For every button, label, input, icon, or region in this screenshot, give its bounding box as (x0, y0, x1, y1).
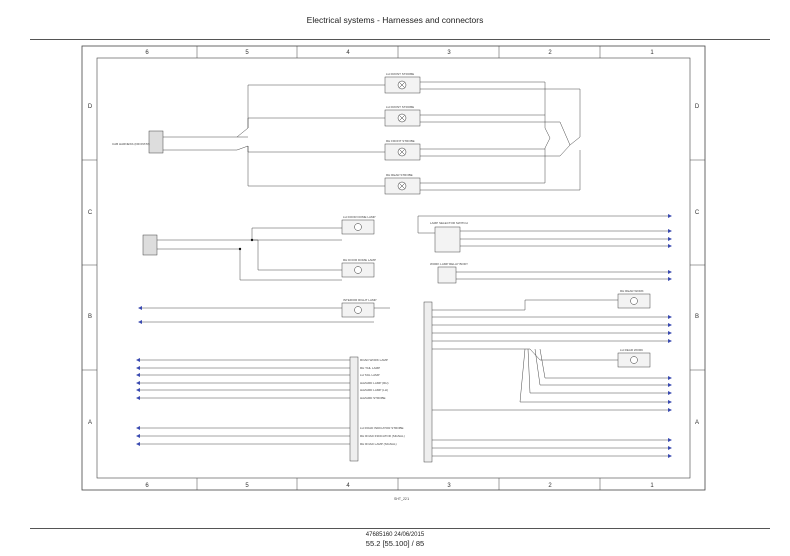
label-cab-harness: CAB HARNESS (FRONT/R) (112, 142, 150, 146)
label-switch: LAMP SELECTOR SWITCH (430, 221, 468, 225)
col-label-bottom: 4 (346, 483, 350, 489)
col-label-top: 5 (245, 50, 249, 56)
col-label-bottom: 1 (650, 483, 654, 489)
row-label-right: C (695, 210, 700, 216)
label-lamp: RH DOOR DOME LAMP (343, 258, 376, 262)
row-label-left: D (88, 104, 93, 110)
wires-section-b (142, 293, 668, 463)
row-label-left: C (88, 210, 93, 216)
label-a: LH TAIL LAMP (360, 373, 380, 377)
row-label-left: A (88, 420, 92, 426)
col-label-top: 1 (650, 50, 654, 56)
label-a: ROAD WORK LAMP (360, 358, 388, 362)
label-a: HAZARD LAMP (LH) (360, 388, 388, 392)
page-title: Electrical systems - Harnesses and conne… (306, 15, 484, 25)
frame-outer (81, 45, 706, 491)
wires-section-a (140, 356, 359, 462)
label-a: RH ROAD LAMP (SIGNAL) (360, 442, 397, 446)
label-a: HAZARD LAMP (RH) (360, 381, 388, 385)
col-label-bottom: 5 (245, 483, 249, 489)
col-label-bottom: 2 (548, 483, 552, 489)
col-label-bottom: 6 (145, 483, 149, 489)
label-lamp: LH DOOR DOME LAMP (343, 215, 376, 219)
col-label-top: 4 (346, 50, 350, 56)
sheet-num: 1 (407, 496, 410, 501)
label-lamp: RH FRONT STROBE (386, 139, 415, 143)
label-lamp: LH FRONT STROBE (386, 105, 414, 109)
col-label-top: 3 (447, 50, 451, 56)
label-lamp: RH REAR WORK (620, 289, 644, 293)
col-label-top: 6 (145, 50, 149, 56)
row-label-right: B (695, 314, 699, 320)
label-lamp: LH REAR WORK (620, 348, 643, 352)
col-label-top: 2 (548, 50, 552, 56)
footer-page: 55.2 [55.100] / 85 (365, 539, 425, 548)
row-label-left: B (88, 314, 92, 320)
label-lamp: RH REAR STROBE (386, 173, 413, 177)
footer-doc: 47685160 24/06/2015 (365, 532, 425, 538)
label-a: RH TAIL LAMP (360, 366, 380, 370)
label-relay: WORK LAMP RELAY BODY (430, 262, 468, 266)
wires-section-d (148, 76, 581, 195)
row-label-right: D (695, 104, 700, 110)
row-label-right: A (695, 420, 699, 426)
label-lamp: LH FRONT STROBE (386, 72, 414, 76)
wires-section-c (142, 215, 668, 318)
col-label-bottom: 3 (447, 483, 451, 489)
terminal-arrows (136, 214, 672, 458)
label-a: LH ROAD INDICATOR STROBE (360, 426, 404, 430)
sheet-ref: SHT_22 (394, 497, 407, 501)
header-rule (30, 39, 770, 40)
frame-inner (96, 57, 691, 479)
label-a: HAZARD STROBE (360, 396, 386, 400)
label-a: RH ROAD INDICATOR (SIGNAL) (360, 434, 405, 438)
footer-rule (30, 528, 770, 529)
label-lamp: INTERIOR RIGHT LAMP (343, 298, 376, 302)
